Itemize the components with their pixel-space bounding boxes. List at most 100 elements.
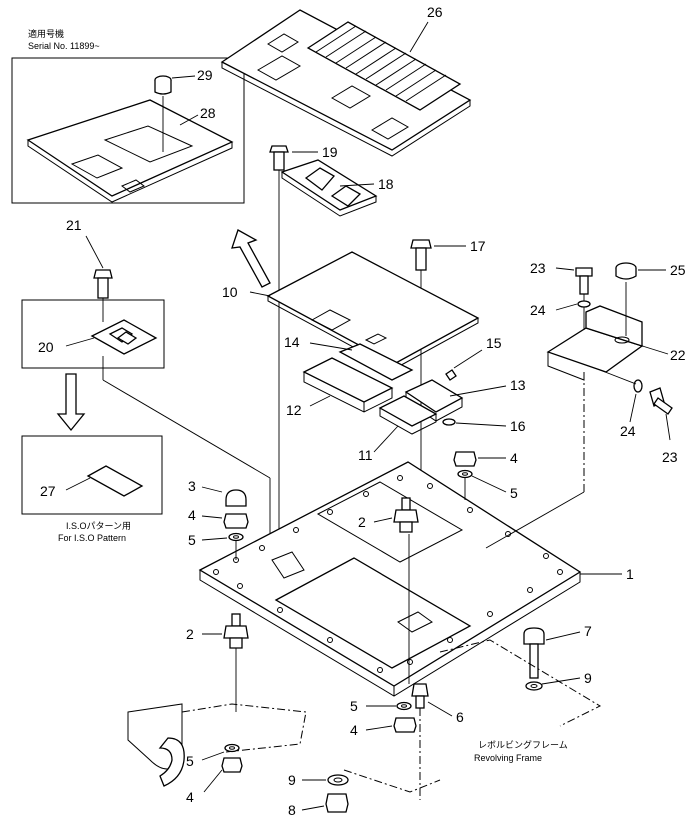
frame-note-line2: Revolving Frame <box>474 753 542 763</box>
callout-29: 29 <box>197 67 213 83</box>
serial-inset-frame <box>11 57 245 204</box>
revolving-frame-right <box>439 639 602 727</box>
washer-5-upper: 5 <box>457 469 518 501</box>
callout-5-lower-left: 5 <box>186 753 194 769</box>
callout-4-upper: 4 <box>510 450 518 466</box>
bracket-22: 22 <box>546 305 686 492</box>
callout-21: 21 <box>66 217 82 233</box>
callout-10: 10 <box>222 284 238 300</box>
washer-16: 16 <box>442 418 526 434</box>
callout-18: 18 <box>378 176 394 192</box>
washer-5-left: 5 <box>188 532 244 560</box>
callout-23-side: 23 <box>662 449 678 465</box>
callout-9-right: 9 <box>584 670 592 686</box>
frame-1-holes <box>213 475 563 673</box>
frame-1: 1 <box>198 461 634 697</box>
serial-note-line1: 適用号機 <box>28 28 64 39</box>
cap-3: 3 <box>188 478 247 507</box>
cover-26: 26 <box>220 4 472 157</box>
revolving-frame-left <box>181 703 307 753</box>
washer-24-side: 24 <box>599 369 643 439</box>
iso-inset: 27 I.S.Oパターン用 For I.S.O Pattern <box>21 435 163 543</box>
stud-6: 6 <box>411 683 464 725</box>
frame-1-plate <box>316 481 464 563</box>
cover-26-slot-b <box>256 55 302 81</box>
callout-9-bottom: 9 <box>288 772 296 788</box>
clip-15: 15 <box>445 335 502 381</box>
plate-28-recess <box>103 125 194 163</box>
serial-note-line2: Serial No. 11899~ <box>28 41 100 51</box>
callout-13: 13 <box>510 377 526 393</box>
frame-note-line1: レボルビングフレーム <box>478 739 568 750</box>
washer-5-lower-left: 5 <box>186 743 240 769</box>
bolt-21: 21 <box>66 217 113 322</box>
callout-22: 22 <box>670 347 686 363</box>
frame-1-bracket <box>397 611 433 633</box>
nut-8: 8 <box>288 793 349 818</box>
nut-4-lower-left: 4 <box>186 757 243 805</box>
callout-15: 15 <box>486 335 502 351</box>
callout-4-lower-left: 4 <box>186 789 194 805</box>
pad-14: 14 <box>284 334 414 381</box>
mount-2-left: 2 <box>186 613 249 712</box>
iso-note-line2: For I.S.O Pattern <box>58 533 126 543</box>
washer-24-top: 24 <box>530 300 591 318</box>
cover-26-slot-d <box>371 117 409 140</box>
frame-1-notch <box>271 551 305 579</box>
callout-25: 25 <box>670 262 686 278</box>
arrow-to-iso <box>56 373 86 432</box>
bolt-23-side: 23 <box>649 387 678 465</box>
callout-23-top: 23 <box>530 260 546 276</box>
pad-11: 11 <box>358 395 438 463</box>
serial-inset: 適用号機 Serial No. 11899~ 29 28 <box>11 28 245 204</box>
callout-26: 26 <box>427 4 443 20</box>
nut-4-upper: 4 <box>453 450 518 467</box>
cover-26-slot-a <box>267 33 299 53</box>
callout-28: 28 <box>200 105 216 121</box>
washer-5-bottom: 5 <box>350 698 412 714</box>
plate-28-clip <box>121 179 145 193</box>
nut-4-bottom: 4 <box>350 717 417 738</box>
bracket-18: 18 <box>280 159 394 217</box>
callout-17: 17 <box>470 238 486 254</box>
inset-20: 20 <box>21 299 271 556</box>
leader-26 <box>409 21 429 53</box>
callout-5-upper: 5 <box>510 485 518 501</box>
callout-4-left: 4 <box>188 507 196 523</box>
mount-2-center: 2 <box>358 497 419 533</box>
callout-12: 12 <box>286 402 302 418</box>
callout-24-side: 24 <box>620 423 636 439</box>
leader-28 <box>179 114 199 126</box>
bolt-19: 19 <box>269 144 338 556</box>
plate-28-edge <box>27 140 233 203</box>
leader-29 <box>171 75 196 79</box>
cover-26-slot-c <box>331 85 371 109</box>
callout-7: 7 <box>584 623 592 639</box>
arrow-to-inset <box>231 229 271 288</box>
revolving-frame-bottom <box>343 769 441 793</box>
iso-note-line1: I.S.Oパターン用 <box>66 521 131 531</box>
cover-26-edge <box>221 62 471 157</box>
frame-1-opening <box>274 557 472 669</box>
washer-9-bottom: 9 <box>288 772 349 788</box>
pad-12: 12 <box>286 357 394 418</box>
revolving-frame: レボルビングフレーム Revolving Frame <box>127 639 602 800</box>
grille-26-slats <box>315 25 447 102</box>
callout-2-left: 2 <box>186 626 194 642</box>
plate-28-window <box>70 154 124 179</box>
callout-5-bottom: 5 <box>350 698 358 714</box>
callout-6: 6 <box>456 709 464 725</box>
callout-5-left: 5 <box>188 532 196 548</box>
callout-3: 3 <box>188 478 196 494</box>
callout-4-bottom: 4 <box>350 722 358 738</box>
bolt-7: 7 <box>523 623 592 679</box>
callout-1: 1 <box>626 566 634 582</box>
callout-8: 8 <box>288 802 296 818</box>
callout-19: 19 <box>322 144 338 160</box>
callout-16: 16 <box>510 418 526 434</box>
nut-4-left: 4 <box>188 507 249 529</box>
callout-24-top: 24 <box>530 302 546 318</box>
callout-11: 11 <box>358 447 373 463</box>
